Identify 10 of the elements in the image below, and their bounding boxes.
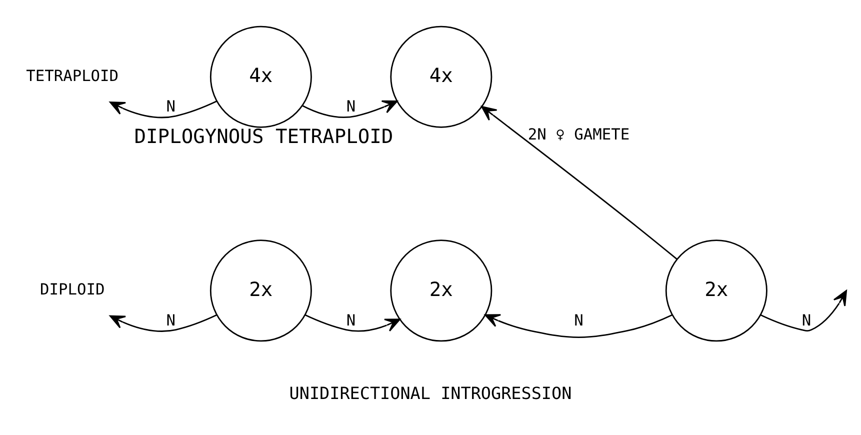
edge-label: N bbox=[574, 310, 584, 329]
edge-label: N bbox=[346, 310, 356, 329]
edge-label: 2N ♀ GAMETE bbox=[528, 124, 630, 143]
node-text: DIPLOID bbox=[40, 280, 105, 298]
caption: UNIDIRECTIONAL INTROGRESSION bbox=[289, 382, 572, 403]
edge-label: N bbox=[166, 310, 176, 329]
edge-label: N bbox=[802, 310, 812, 329]
edge-label: N bbox=[166, 97, 176, 116]
edge-label: N bbox=[346, 97, 356, 116]
node-text: TETRAPLOID bbox=[26, 66, 119, 84]
